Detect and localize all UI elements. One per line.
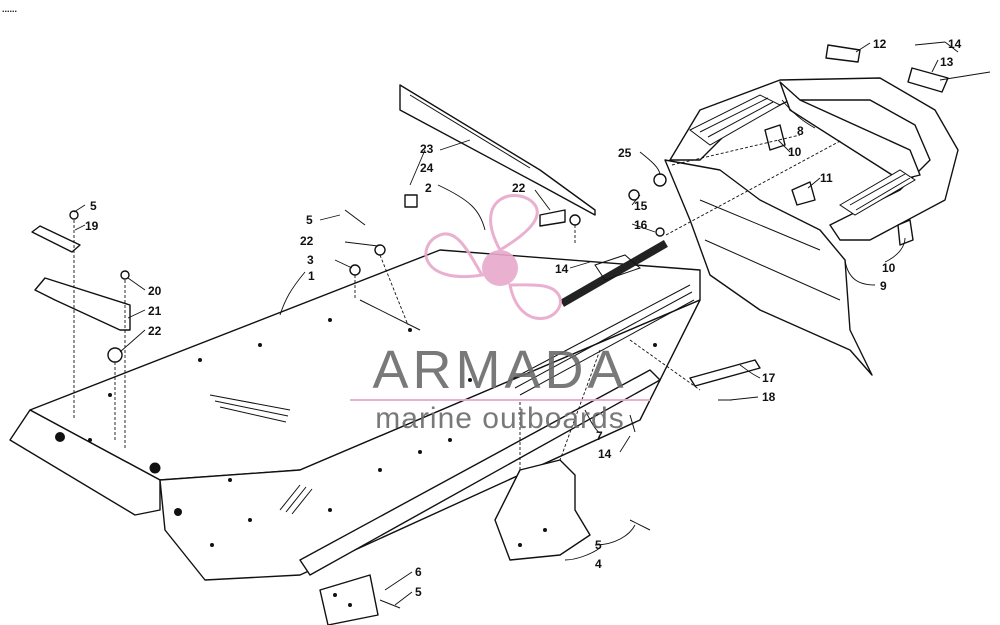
tunnel-side-rail (299, 369, 661, 576)
callout-label: 14 (598, 447, 612, 461)
callout-label: 9 (880, 279, 887, 293)
callout-label: 16 (634, 218, 648, 232)
callout-leaders (73, 41, 959, 606)
armada-watermark: ARMADA marine outboards (350, 194, 650, 435)
callout-label: 19 (85, 219, 99, 233)
callout-label: 14 (555, 262, 569, 276)
callout-label: 15 (634, 199, 648, 213)
callout-label: 6 (415, 565, 422, 579)
tunnel-front-lip (9, 409, 161, 516)
callout-label: 3 (307, 253, 314, 267)
propeller-logo (424, 194, 562, 320)
callout-label: 22 (300, 234, 314, 248)
plate-17 (689, 359, 761, 387)
corner-mark: ...... (2, 4, 17, 14)
callout-label: 11 (820, 171, 833, 185)
bracket-21 (34, 277, 131, 331)
assembly-lines (73, 134, 843, 470)
callout-label: 12 (873, 37, 887, 51)
callout-label: 22 (148, 324, 162, 338)
callout-label: 1 (308, 269, 315, 283)
decal-12 (825, 44, 861, 63)
callout-labels: 1 2 3 4 5 5 5 5 6 7 8 9 10 10 11 12 13 1… (85, 37, 962, 599)
callout-label: 10 (882, 261, 896, 275)
callout-label: 10 (788, 145, 802, 159)
callout-label: 21 (148, 304, 162, 318)
callout-label: 18 (762, 390, 776, 404)
callout-label: 14 (948, 37, 962, 51)
callout-label: 5 (415, 585, 422, 599)
callout-label: 25 (618, 146, 632, 160)
rear-flap-assembly (664, 159, 873, 376)
rear-flap (664, 159, 873, 376)
callout-label: 8 (797, 124, 804, 138)
decal-13 (907, 67, 949, 93)
callout-label: 5 (595, 538, 602, 552)
callout-label: 20 (148, 284, 162, 298)
snow-flap-plate (399, 84, 596, 216)
callout-label: 5 (90, 199, 97, 213)
callout-label: 24 (420, 161, 434, 175)
rear-bumper (669, 77, 959, 241)
callout-label: 13 (940, 55, 954, 69)
callout-label: 22 (512, 181, 526, 195)
callout-label: 7 (596, 429, 603, 443)
callout-label: 23 (420, 142, 434, 156)
callout-label: 5 (306, 213, 313, 227)
watermark-tagline: marine outboards (375, 402, 624, 435)
callout-label: 4 (595, 557, 602, 571)
callout-label: 2 (425, 181, 432, 195)
bracket-plate-6 (319, 574, 379, 625)
callout-label: 17 (762, 371, 776, 385)
tunnel-assembly (9, 240, 701, 581)
support-bracket-4 (494, 459, 591, 561)
strip-19 (31, 225, 81, 253)
hardware (69, 41, 991, 609)
watermark-brand: ARMADA (372, 340, 627, 400)
rivet-holes (55, 318, 657, 547)
